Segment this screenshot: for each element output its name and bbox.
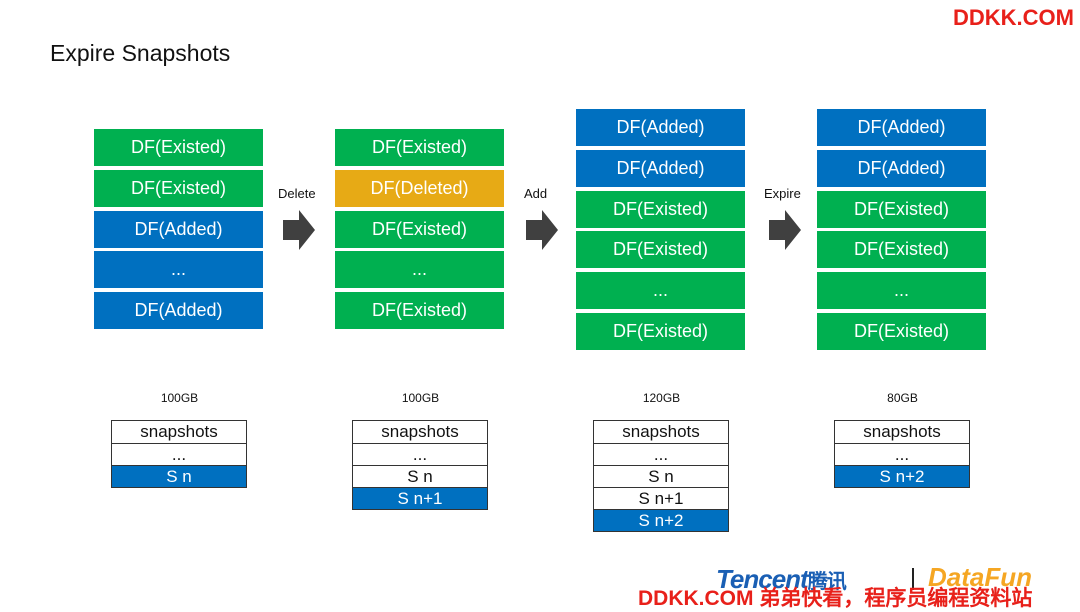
- data-file-block: DF(Added): [817, 149, 986, 187]
- snapshot-row: S n: [112, 465, 246, 487]
- data-file-block: DF(Existed): [576, 313, 745, 350]
- tencent-logo-cn: 腾讯: [807, 571, 847, 593]
- data-file-block: ...: [94, 251, 263, 289]
- table-size-label: 80GB: [887, 391, 918, 405]
- data-file-block: DF(Existed): [335, 292, 504, 330]
- snapshot-row: S n+2: [835, 465, 969, 487]
- snapshot-list: snapshots...S n+2: [834, 420, 970, 488]
- data-file-block: DF(Existed): [817, 313, 986, 350]
- data-file-stack: DF(Added)DF(Added)DF(Existed)DF(Existed)…: [576, 109, 745, 354]
- data-file-stack: DF(Existed)DF(Deleted)DF(Existed)...DF(E…: [335, 129, 504, 333]
- snapshot-row: S n+1: [594, 487, 728, 509]
- page-title: Expire Snapshots: [50, 40, 231, 66]
- arrow-label: Expire: [764, 186, 801, 201]
- table-size-label: 100GB: [160, 391, 199, 405]
- snapshot-row: ...: [594, 443, 728, 465]
- data-file-block: DF(Existed): [94, 129, 263, 166]
- arrow-shape: [283, 210, 315, 250]
- data-file-block: ...: [817, 272, 986, 310]
- watermark-bottom: DDKK.COM 弟弟快看，程序员编程资料站: [638, 587, 1033, 610]
- snapshot-row: S n: [353, 465, 487, 487]
- data-file-block: DF(Existed): [335, 210, 504, 248]
- snapshot-row: S n+1: [353, 487, 487, 509]
- snapshot-row: snapshots: [140, 422, 218, 441]
- tencent-logo: Tencent腾讯: [716, 564, 847, 595]
- snapshot-row: snapshots: [863, 422, 941, 441]
- data-file-stack: DF(Added)DF(Added)DF(Existed)DF(Existed)…: [817, 109, 986, 354]
- snapshot-row: ...: [112, 443, 246, 465]
- right-arrow-icon: [526, 210, 558, 250]
- data-file-block: DF(Added): [94, 292, 263, 330]
- snapshot-list: snapshots...S n: [111, 420, 247, 488]
- arrow-label: Add: [524, 186, 548, 201]
- arrow-label: Delete: [278, 186, 316, 201]
- data-file-block: DF(Added): [94, 210, 263, 248]
- tencent-logo-text: Tencent: [716, 564, 809, 594]
- data-file-block: ...: [335, 251, 504, 289]
- data-file-block: DF(Existed): [335, 129, 504, 166]
- snapshot-row: ...: [835, 443, 969, 465]
- arrow-shape: [526, 210, 558, 250]
- logo-divider: [912, 568, 914, 590]
- data-file-block: DF(Existed): [817, 231, 986, 269]
- arrow-shape: [769, 210, 801, 250]
- snapshot-row: S n+2: [594, 509, 728, 531]
- data-file-block: DF(Added): [817, 109, 986, 146]
- data-file-block: ...: [576, 272, 745, 310]
- datafun-logo: DataFun: [928, 562, 1032, 592]
- data-file-block: DF(Added): [576, 109, 745, 146]
- watermark-top: DDKK.COM: [953, 5, 1074, 30]
- snapshot-row: S n: [594, 465, 728, 487]
- data-file-block: DF(Existed): [817, 190, 986, 228]
- data-file-stack: DF(Existed)DF(Existed)DF(Added)...DF(Add…: [94, 129, 263, 333]
- data-file-block: DF(Existed): [576, 231, 745, 269]
- data-file-block: DF(Added): [576, 149, 745, 187]
- right-arrow-icon: [283, 210, 315, 250]
- snapshot-row: snapshots: [622, 422, 700, 441]
- data-file-block: DF(Existed): [94, 169, 263, 207]
- snapshot-row: snapshots: [381, 422, 459, 441]
- table-size-label: 100GB: [401, 391, 440, 405]
- data-file-block: DF(Deleted): [335, 169, 504, 207]
- data-file-block: DF(Existed): [576, 190, 745, 228]
- table-size-label: 120GB: [642, 391, 681, 405]
- right-arrow-icon: [769, 210, 801, 250]
- snapshot-row: ...: [353, 443, 487, 465]
